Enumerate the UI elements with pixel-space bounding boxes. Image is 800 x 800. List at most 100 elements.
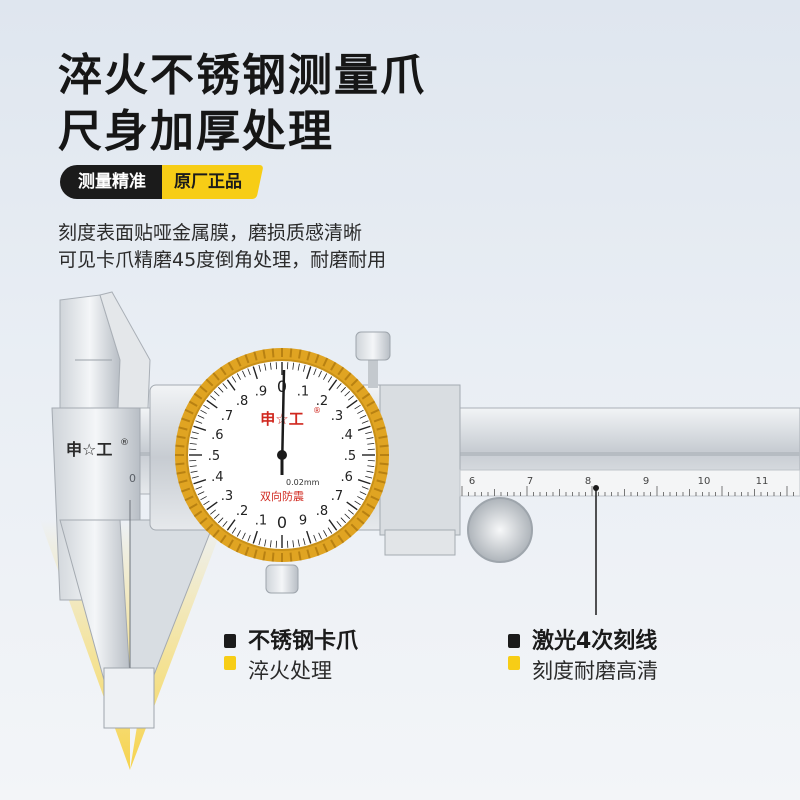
bezel-tooth: [373, 487, 383, 493]
dial-number: .7: [331, 489, 343, 504]
dial-number: .1: [255, 514, 267, 529]
dial-tick: [190, 470, 198, 473]
bezel-tooth: [188, 503, 198, 510]
bezel-tooth: [262, 349, 266, 359]
bezel-tooth: [366, 400, 376, 407]
dial-tick: [359, 415, 367, 419]
dial-tick: [269, 540, 272, 548]
dial-bezel-knurling: [175, 348, 389, 562]
bezel-tooth: [219, 534, 227, 544]
bezel-tooth: [184, 408, 194, 415]
dial-tick: [236, 530, 241, 537]
scale-number: 8: [585, 476, 591, 487]
feature-stainless-jaw: 不锈钢卡爪 淬火处理: [224, 628, 358, 686]
dial-number: .5: [344, 449, 356, 464]
dial-tick: [346, 399, 358, 409]
bezel-tooth: [366, 503, 376, 510]
dial-tick: [340, 517, 346, 524]
scale-number: 9: [643, 476, 649, 487]
dial-tick: [357, 409, 364, 414]
lock-screw-head: [355, 331, 391, 361]
scale-number: 7: [527, 476, 533, 487]
bezel-tooth: [379, 444, 389, 448]
dial-tick: [361, 420, 369, 424]
dial-tick: [210, 395, 216, 401]
dial-number: .6: [211, 428, 223, 443]
dial-tick: [191, 431, 199, 435]
dial-tick: [346, 501, 358, 511]
dial-tick: [195, 420, 203, 424]
bezel-tooth: [314, 546, 320, 556]
dial-tick: [357, 425, 371, 431]
dial-tick: [231, 527, 237, 534]
dial-tick: [327, 376, 333, 383]
dial-number: .4: [211, 470, 223, 485]
dial-tick: [269, 362, 272, 370]
dial-ticks: [189, 362, 375, 548]
dial-tick: [226, 519, 236, 531]
dial-tick: [327, 527, 333, 534]
bezel-tooth: [181, 487, 191, 493]
bezel-tooth: [289, 552, 293, 562]
bezel-tooth: [376, 479, 386, 484]
bezel-tooth: [356, 385, 365, 393]
dial-number: .8: [236, 394, 248, 409]
dial-tick: [206, 501, 218, 511]
dial-number: .7: [221, 409, 233, 424]
dial-tick: [297, 539, 300, 547]
dial-number: .3: [221, 489, 233, 504]
dial-tick: [313, 368, 317, 376]
dial-tick: [231, 376, 237, 383]
bezel-tooth: [205, 523, 214, 532]
dial-tick: [292, 362, 295, 370]
bezel-tooth: [271, 552, 275, 562]
bezel-tooth: [306, 549, 311, 559]
dial-tick: [323, 373, 328, 380]
feature-subtitle: 刻度耐磨高清: [532, 659, 658, 683]
dial-tick: [354, 404, 361, 410]
scale-number: 11: [756, 476, 769, 487]
dial-tick: [193, 425, 207, 431]
dial-number: .2: [236, 504, 248, 519]
dial-tick: [213, 513, 220, 519]
dial-tick: [222, 521, 228, 527]
bezel-tooth: [262, 551, 266, 561]
dial-tick: [247, 368, 251, 376]
dial-tick: [247, 534, 251, 542]
frame-registered: ®: [120, 438, 129, 448]
bezel-tooth: [350, 378, 359, 387]
dial-number: .2: [316, 394, 328, 409]
bezel-tooth: [184, 495, 194, 502]
dial-tick: [313, 534, 317, 542]
dial-tick: [367, 465, 375, 468]
dial-tick: [203, 500, 210, 506]
dial-tick: [361, 486, 369, 490]
bezel-tooth: [350, 523, 359, 532]
dial-tick: [306, 530, 312, 544]
dial-tick: [357, 496, 364, 501]
dial-tick: [242, 532, 246, 540]
dial-tick: [197, 491, 205, 495]
scale-number: 10: [698, 476, 711, 487]
dial-tick: [197, 415, 205, 419]
bezel-tooth: [193, 392, 203, 400]
feature-marker: [508, 634, 520, 670]
bezel-tooth: [314, 354, 320, 364]
feature-subtitle: 淬火处理: [248, 659, 332, 683]
dial-tick: [252, 366, 258, 380]
bezel-tooth: [219, 366, 227, 376]
bezel-tooth: [378, 435, 388, 439]
bezel-tooth: [199, 517, 208, 525]
bezel-tooth: [289, 348, 293, 358]
dial-number: .6: [340, 470, 352, 485]
dial-tick: [336, 383, 342, 389]
dial-tick: [258, 538, 262, 546]
dial-number: 0: [277, 377, 287, 396]
bezel-tooth: [181, 417, 191, 423]
dial-tick: [357, 479, 371, 485]
dial-tick: [193, 479, 207, 485]
bezel-tooth: [379, 462, 389, 466]
vernier-scale: [459, 469, 800, 497]
